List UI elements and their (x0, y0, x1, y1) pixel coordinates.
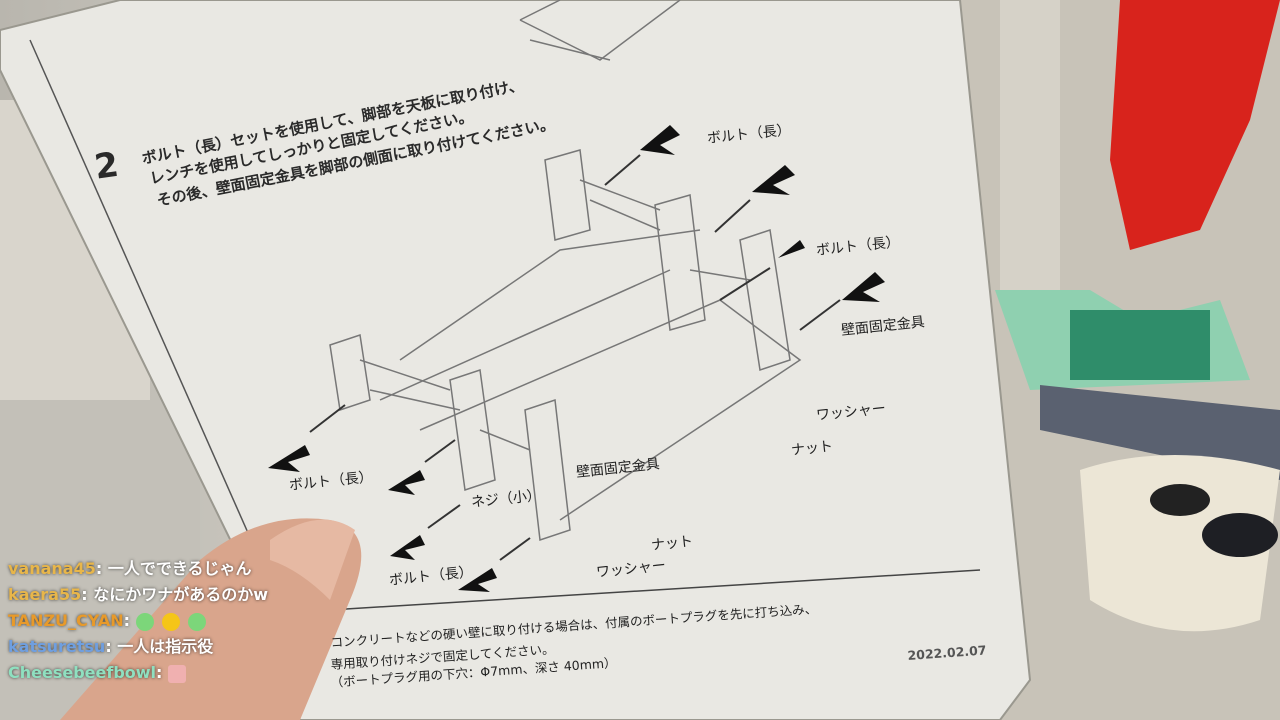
chat-message: TANZU_CYAN: (8, 608, 308, 634)
pig-emote-icon (168, 664, 187, 683)
chat-username: vanana45 (8, 559, 96, 578)
chat-text: 一人でできるじゃん (107, 559, 252, 578)
assembly-diagram (329, 0, 802, 542)
chat-message: katsuretsu: 一人は指示役 (8, 637, 214, 656)
bucket (1080, 455, 1280, 632)
frog-emote-icon (187, 612, 206, 631)
arrow-icons (268, 125, 885, 592)
chat-username: TANZU_CYAN (8, 611, 124, 630)
chat-username: Cheesebeefbowl (8, 663, 157, 682)
chat-username: kaera55 (8, 585, 82, 604)
chat-message: kaera55: なにかワナがあるのかw (8, 585, 269, 604)
chat-text: 一人は指示役 (117, 637, 214, 656)
chat-message: vanana45: 一人でできるじゃん (8, 559, 252, 578)
chat-username: katsuretsu (8, 637, 106, 656)
chat-text: なにかワナがあるのかw (93, 585, 269, 604)
metal-rail (1040, 385, 1280, 480)
red-cloth (1110, 0, 1280, 250)
frog-emote-icon (135, 612, 154, 631)
chat-overlay: vanana45: 一人でできるじゃん kaera55: なにかワナがあるのかw… (8, 556, 308, 686)
hand (60, 518, 362, 720)
chick-emote-icon (161, 612, 180, 631)
chat-message: Cheesebeefbowl: (8, 660, 308, 686)
